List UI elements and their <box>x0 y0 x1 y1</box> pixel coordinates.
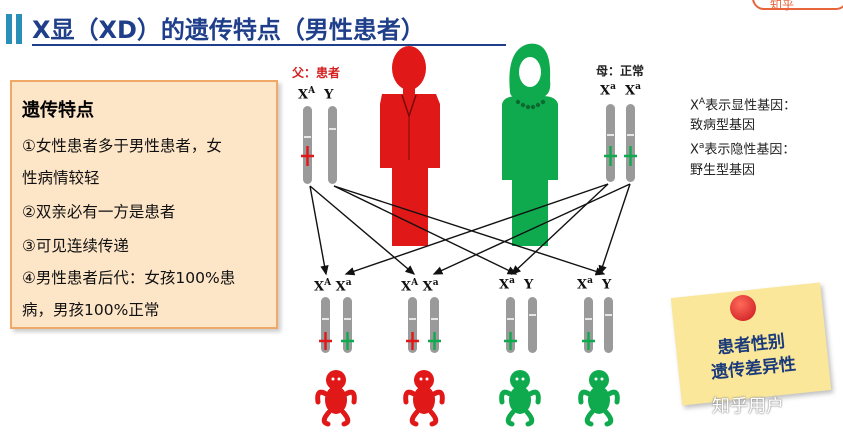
feature-line: 性病情较轻 <box>22 169 100 187</box>
father-chromosome-y <box>328 106 337 184</box>
child-1-chrom-label: XA Xa <box>314 278 352 295</box>
child-2-chromosomes <box>406 297 441 353</box>
legend-dominant-desc: 致病型基因 <box>690 118 756 134</box>
mother-figure-icon <box>502 43 558 246</box>
feature-line: ④男性患者后代：女孩100%患 <box>22 269 236 287</box>
mother-label: 母：正常 <box>596 64 645 78</box>
feature-line: ②双亲必有一方是患者 <box>22 203 176 221</box>
child-1-chromosomes <box>319 297 354 353</box>
child-3-chromosomes <box>504 297 537 353</box>
child-3-baby-icon <box>499 370 541 427</box>
features-box: 遗传特点 ①女性患者多于男性患者，女 性病情较轻 ②双亲必有一方是患者 ③可见连… <box>10 80 278 329</box>
child-4-chrom-label: Xa Y <box>577 276 612 293</box>
legend: XA表示显性基因： 致病型基因 Xa表示隐性基因： 野生型基因 <box>690 92 796 181</box>
pushpin-icon <box>730 295 756 321</box>
child-4-chromosomes <box>582 297 613 353</box>
feature-line: ①女性患者多于男性患者，女 <box>22 137 222 155</box>
legend-recessive: Xa表示隐性基因： <box>690 141 796 158</box>
father-chrom-label: XA Y <box>298 86 334 103</box>
feature-line: ③可见连续传递 <box>22 237 129 255</box>
child-2-chrom-label: XA Xa <box>401 278 439 295</box>
features-heading: 遗传特点 <box>22 100 94 121</box>
mother-chromosome-x1 <box>604 104 617 182</box>
mother-chromosome-x2 <box>624 104 637 182</box>
child-3-chrom-label: Xa Y <box>499 276 534 293</box>
child-2-baby-icon <box>403 370 445 427</box>
child-1-baby-icon <box>315 370 357 427</box>
logo-text: 知乎 <box>770 0 795 12</box>
mother-chrom-label: Xa Xa <box>600 82 641 99</box>
page-title: X显（XD）的遗传特点（男性患者） <box>32 16 425 44</box>
inheritance-arrows <box>309 183 631 276</box>
feature-line: 病，男孩100%正常 <box>22 301 160 319</box>
title-accent-bar <box>6 14 12 44</box>
title-accent-bar <box>16 14 22 44</box>
title-underline <box>32 44 506 46</box>
legend-recessive-desc: 野生型基因 <box>690 162 756 178</box>
child-4-baby-icon <box>578 370 620 427</box>
legend-dominant: XA表示显性基因： <box>690 97 797 114</box>
father-figure-icon <box>380 46 440 246</box>
father-chromosome-x <box>301 106 314 184</box>
watermark: 知乎用户 <box>712 396 784 417</box>
father-label: 父：患者 <box>292 66 341 80</box>
